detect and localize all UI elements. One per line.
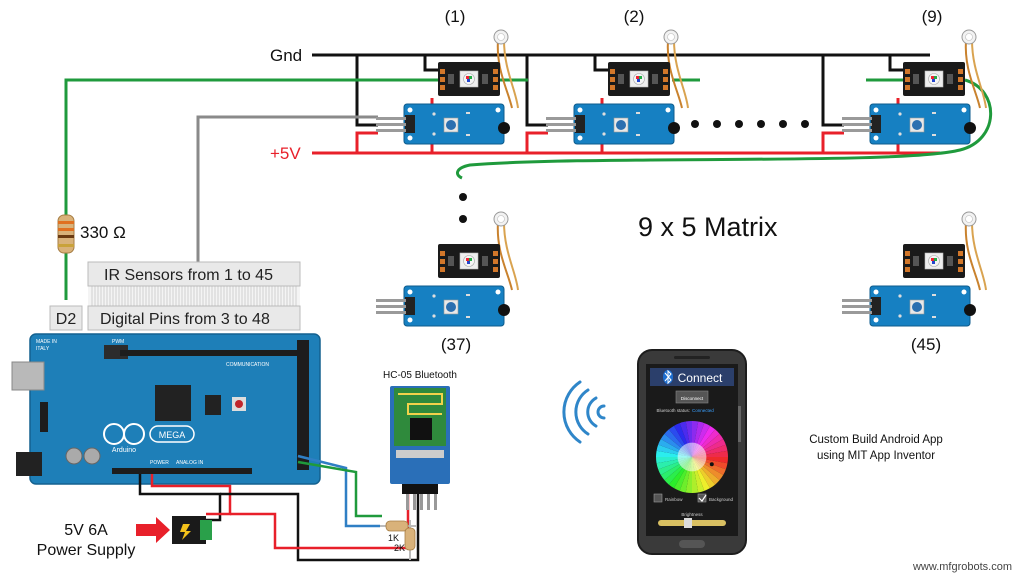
node-label-37: (37) bbox=[441, 335, 471, 354]
resistor-label: 330 Ω bbox=[80, 223, 126, 242]
node-label-1: (1) bbox=[445, 7, 466, 26]
board-mega-label: MEGA bbox=[159, 430, 186, 440]
phone-header: Connect bbox=[678, 371, 723, 385]
node-label-2: (2) bbox=[624, 7, 645, 26]
node-label-9: (9) bbox=[922, 7, 943, 26]
phone bbox=[637, 349, 747, 555]
d2-label: D2 bbox=[56, 311, 77, 328]
bluetooth-icon bbox=[663, 369, 673, 385]
power-arrow bbox=[136, 517, 170, 543]
phone-check-rainbow[interactable]: Rainbow bbox=[665, 497, 683, 502]
module-9 bbox=[841, 29, 987, 145]
module-2 bbox=[545, 29, 689, 145]
vcc-label: +5V bbox=[270, 144, 301, 163]
r1k-label: 1K bbox=[388, 533, 399, 543]
phone-slider-label: Brightness bbox=[681, 512, 703, 517]
color-wheel[interactable] bbox=[656, 421, 728, 493]
power-label-1: 5V 6A bbox=[64, 522, 108, 539]
board-analog-label: ANALOG IN bbox=[176, 460, 204, 466]
board-pwm-label: PWM bbox=[112, 339, 124, 345]
phone-check-background[interactable]: Background bbox=[709, 497, 734, 502]
resistor-330 bbox=[57, 214, 75, 254]
ir-sensors-box bbox=[87, 261, 301, 287]
module-37 bbox=[375, 211, 519, 327]
digital-pins-box bbox=[87, 305, 301, 331]
r2k-label: 2K bbox=[394, 543, 405, 553]
power-jack bbox=[172, 516, 212, 544]
ir-sensors-label: IR Sensors from 1 to 45 bbox=[104, 267, 273, 284]
vertical-ellipsis bbox=[459, 193, 467, 223]
node-label-45: (45) bbox=[911, 335, 941, 354]
phone-disconnect-button[interactable]: Disconnect bbox=[681, 396, 704, 401]
power-label-2: Power Supply bbox=[37, 542, 136, 559]
hc05-module bbox=[390, 386, 450, 510]
resistor-2k bbox=[404, 520, 416, 560]
d2-box bbox=[49, 305, 83, 331]
matrix-label: 9 x 5 Matrix bbox=[638, 212, 778, 242]
ribbon-cable bbox=[88, 284, 300, 306]
digital-pins-label: Digital Pins from 3 to 48 bbox=[100, 311, 270, 328]
gnd-label: Gnd bbox=[270, 46, 302, 65]
board-comm-label: COMMUNICATION bbox=[226, 362, 269, 368]
module-1 bbox=[375, 29, 519, 145]
app-label-2: using MIT App Inventor bbox=[817, 450, 935, 462]
phone-status-label: Bluetooth status: bbox=[656, 408, 690, 413]
power-wires bbox=[138, 454, 420, 562]
watermark: www.mfgrobots.com bbox=[912, 561, 1012, 573]
horizontal-ellipsis bbox=[691, 120, 809, 128]
module-45 bbox=[841, 211, 987, 327]
wireless-icon bbox=[562, 380, 606, 444]
phone-status-value: Connected bbox=[692, 408, 714, 413]
bluetooth-label: HC-05 Bluetooth bbox=[383, 370, 457, 381]
gnd-rail bbox=[312, 53, 930, 127]
board-made-label: MADE IN bbox=[36, 339, 57, 345]
board-power-label: POWER bbox=[150, 460, 169, 466]
app-label-1: Custom Build Android App bbox=[809, 434, 943, 446]
arduino-mega-board bbox=[11, 333, 321, 485]
board-brand-label: Arduino bbox=[112, 447, 136, 454]
signal-wire bbox=[196, 115, 378, 262]
board-italy-label: ITALY bbox=[36, 346, 50, 352]
